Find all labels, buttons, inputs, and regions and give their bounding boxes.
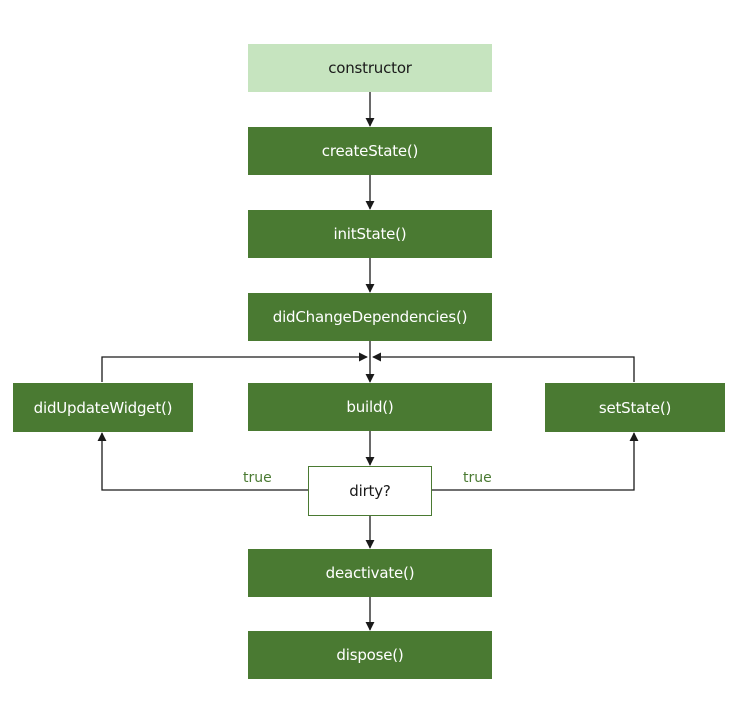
node-init-state: initState() (248, 210, 492, 258)
node-set-state: setState() (545, 383, 725, 432)
node-create-state-label: createState() (321, 142, 419, 160)
node-deactivate-label: deactivate() (325, 564, 415, 582)
node-dirty-decision: dirty? (308, 466, 432, 516)
edge-label-true-left: true (243, 470, 272, 486)
node-constructor: constructor (248, 44, 492, 92)
node-did-update-widget-label: didUpdateWidget() (33, 398, 173, 417)
node-did-change-dependencies-label: didChangeDependencies() (272, 308, 468, 326)
edge-setstate-to-build (372, 352, 635, 382)
node-dispose: dispose() (248, 631, 492, 679)
node-dirty-decision-label: dirty? (349, 482, 391, 500)
edge-dirty-to-setstate (432, 432, 639, 491)
edge-label-true-right: true (463, 470, 492, 486)
node-constructor-label: constructor (328, 59, 412, 77)
edge-didupdatewidget-to-build (101, 352, 368, 382)
node-build: build() (248, 383, 492, 431)
node-set-state-label: setState() (598, 398, 672, 417)
node-did-update-widget: didUpdateWidget() (13, 383, 193, 432)
node-init-state-label: initState() (333, 225, 407, 243)
node-deactivate: deactivate() (248, 549, 492, 597)
node-create-state: createState() (248, 127, 492, 175)
node-dispose-label: dispose() (336, 646, 404, 664)
node-build-label: build() (346, 398, 394, 416)
edge-dirty-to-didupdatewidget (97, 432, 308, 491)
node-did-change-dependencies: didChangeDependencies() (248, 293, 492, 341)
